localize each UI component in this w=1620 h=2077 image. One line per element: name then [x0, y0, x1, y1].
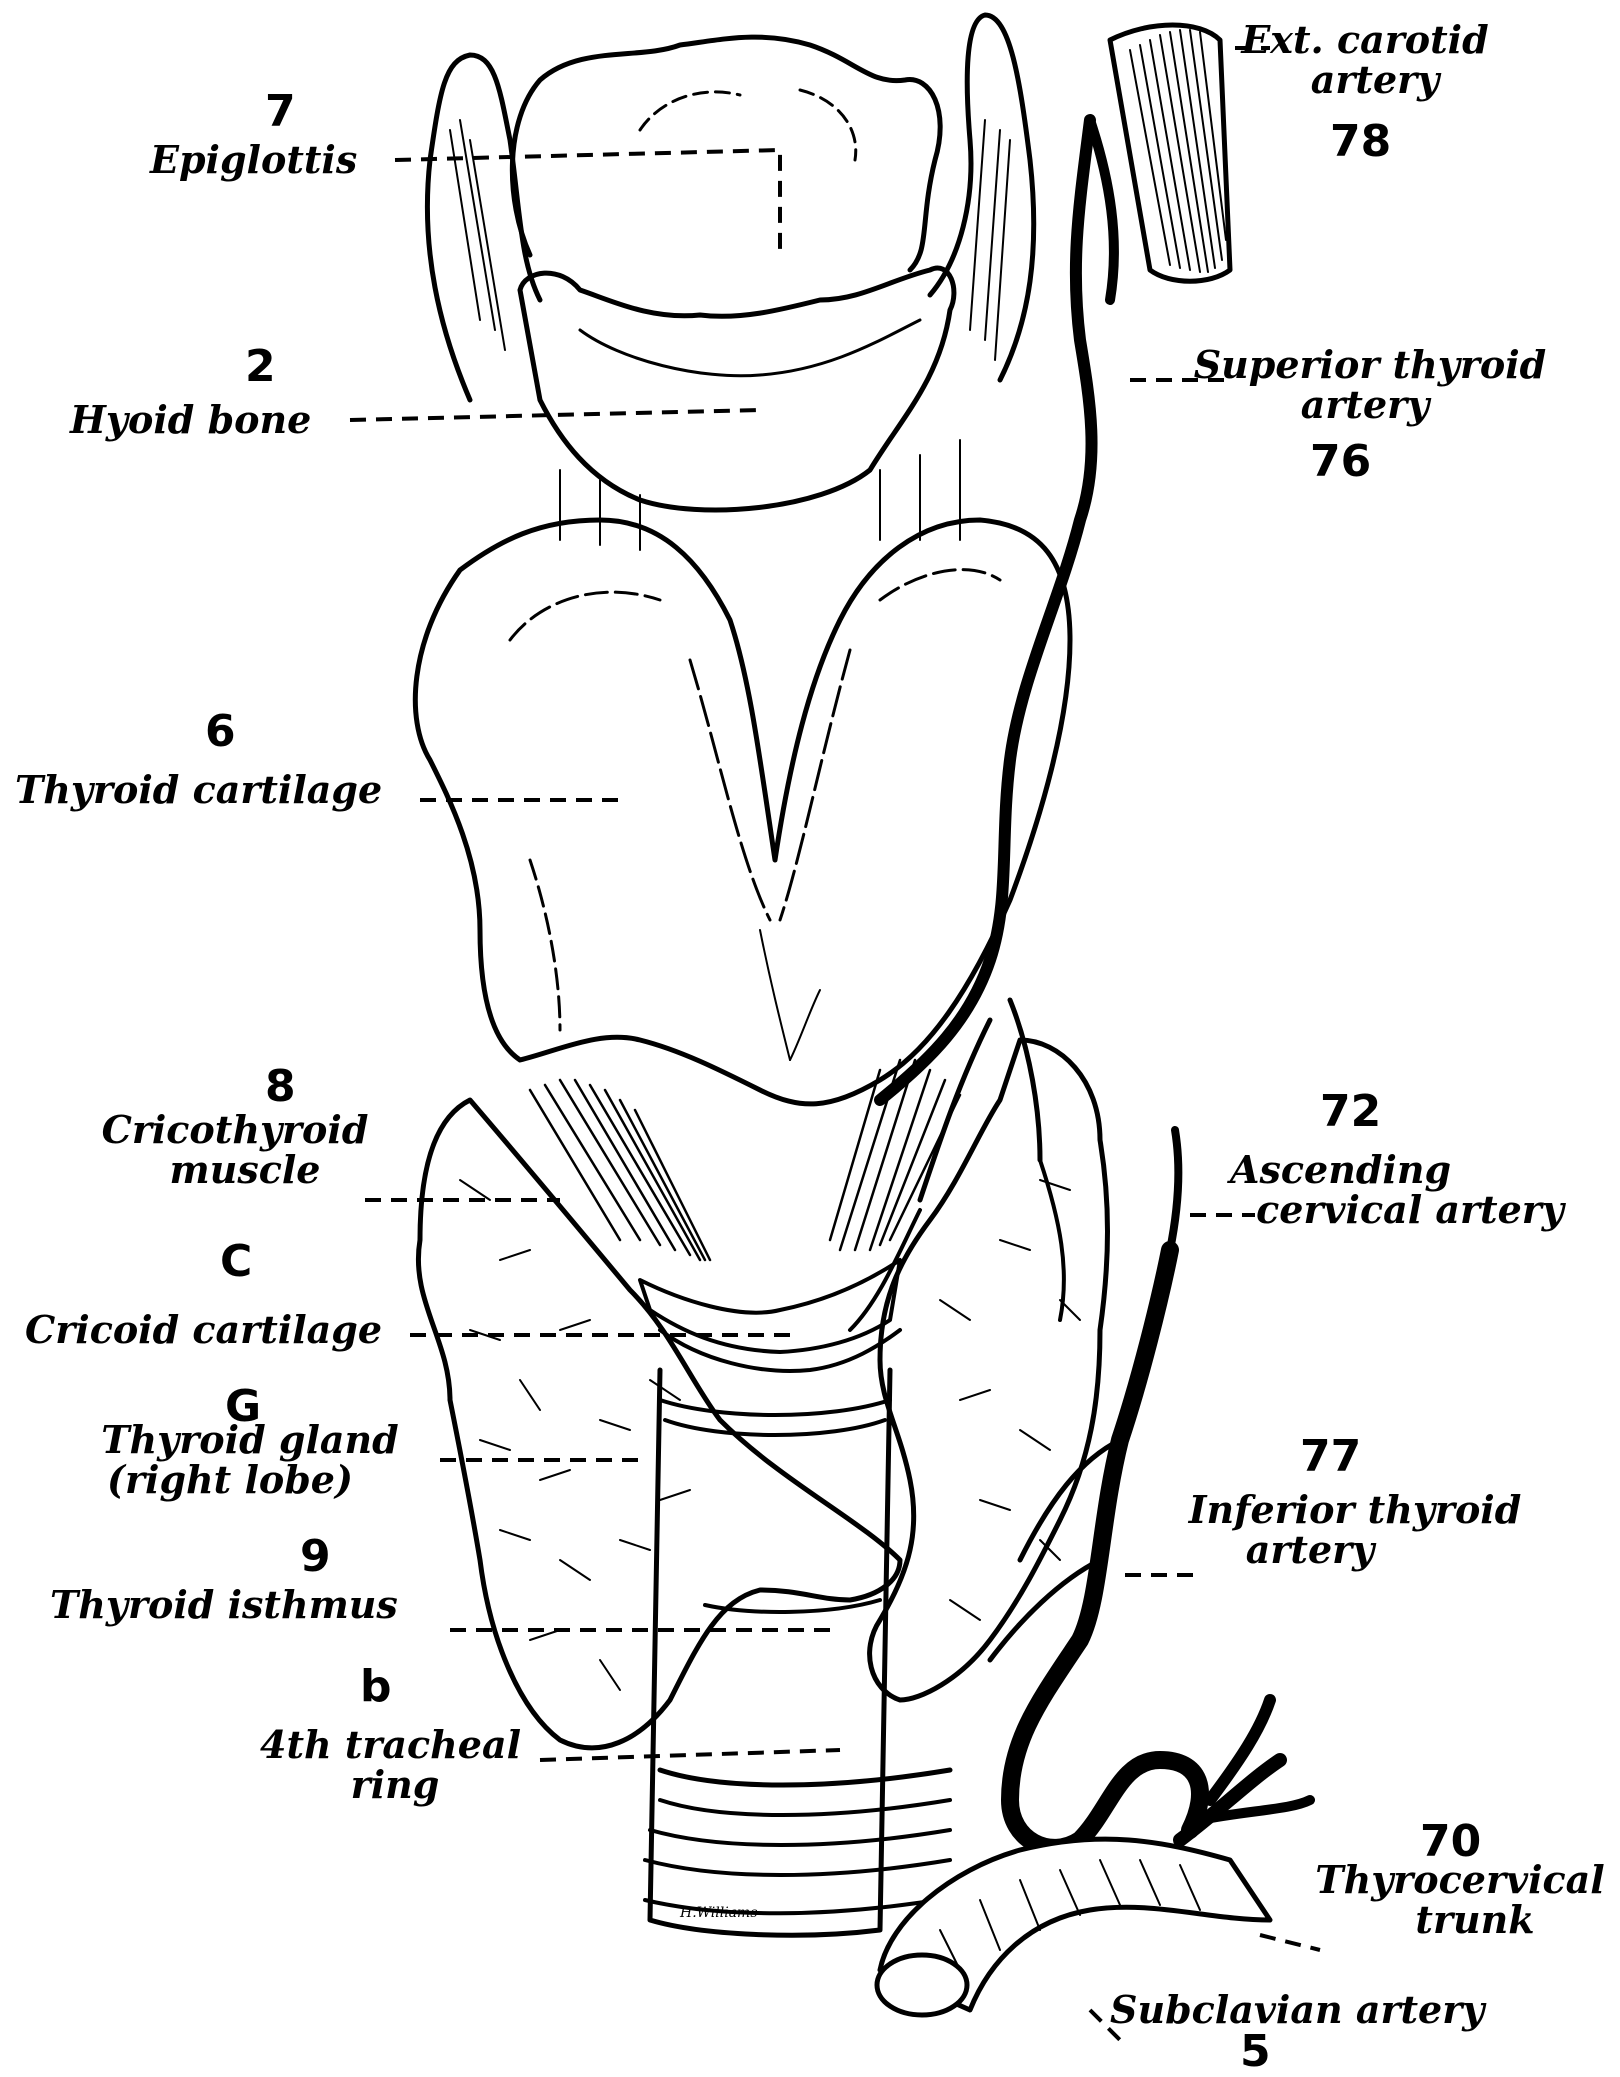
label-thyrocervical-line2: trunk	[1390, 1900, 1560, 1940]
label-asc-cervical-line2: cervical artery	[1220, 1190, 1600, 1230]
artist-signature: H.Williams	[680, 1905, 758, 1921]
label-subclavian: Subclavian artery	[1110, 1990, 1484, 2030]
label-thyroid-gland-line2: (right lobe)	[80, 1460, 380, 1500]
label-cricothyroid-line1: Cricothyroid	[90, 1110, 380, 1150]
label-thyrocervical-line1: Thyrocervical	[1310, 1860, 1610, 1900]
number-subclavian: 5	[1240, 2030, 1271, 2074]
hyoid-body	[520, 268, 954, 510]
leader-tracheal	[540, 1750, 840, 1760]
thyroid-left-lobe	[870, 1040, 1108, 1700]
number-tracheal: b	[360, 1665, 392, 1709]
number-ext-carotid: 78	[1330, 120, 1391, 164]
external-carotid-artery	[1110, 25, 1230, 281]
number-isthmus: 9	[300, 1535, 331, 1579]
number-hyoid: 2	[245, 345, 276, 389]
number-sup-thyroid: 76	[1310, 440, 1371, 484]
number-cricothyroid: 8	[265, 1065, 296, 1109]
number-epiglottis: 7	[265, 90, 296, 134]
label-inf-thyroid-line1: Inferior thyroid	[1170, 1490, 1540, 1530]
label-thyroid-cartilage: Thyroid cartilage	[15, 770, 382, 810]
number-thyroid-cartilage: 6	[205, 710, 236, 754]
label-tracheal-line1: 4th tracheal	[260, 1725, 520, 1765]
label-asc-cervical-line1: Ascending	[1230, 1150, 1450, 1190]
label-sup-thyroid-line1: Superior thyroid	[1180, 345, 1560, 385]
label-epiglottis: Epiglottis	[150, 140, 357, 180]
label-hyoid: Hyoid bone	[70, 400, 311, 440]
label-thyroid-gland-line1: Thyroid gland	[80, 1420, 420, 1460]
leader-hyoid	[350, 410, 760, 420]
label-ext-carotid-line2: artery	[1260, 60, 1490, 100]
label-inf-thyroid-line2: artery	[1210, 1530, 1410, 1570]
epiglottis-outline	[512, 37, 940, 270]
number-cricoid: C	[220, 1240, 252, 1284]
label-ext-carotid-line1: Ext. carotid	[1220, 20, 1510, 60]
leader-thyrocervical	[1260, 1935, 1320, 1950]
label-cricoid: Cricoid cartilage	[25, 1310, 382, 1350]
label-tracheal-line2: ring	[320, 1765, 470, 1805]
label-cricothyroid-line2: muscle	[130, 1150, 360, 1190]
tracheal-ring-4	[660, 1770, 950, 1785]
number-inf-thyroid: 77	[1300, 1435, 1361, 1479]
label-sup-thyroid-line2: artery	[1250, 385, 1480, 425]
label-isthmus: Thyroid isthmus	[50, 1585, 398, 1625]
thyroid-cartilage-outline	[415, 520, 1070, 1104]
cricoid-outline	[640, 1260, 900, 1352]
number-asc-cervical: 72	[1320, 1090, 1381, 1134]
leader-epiglottis	[395, 150, 780, 250]
inferior-thyroid-artery	[1010, 1250, 1200, 1848]
trachea-outline	[650, 1370, 890, 1935]
